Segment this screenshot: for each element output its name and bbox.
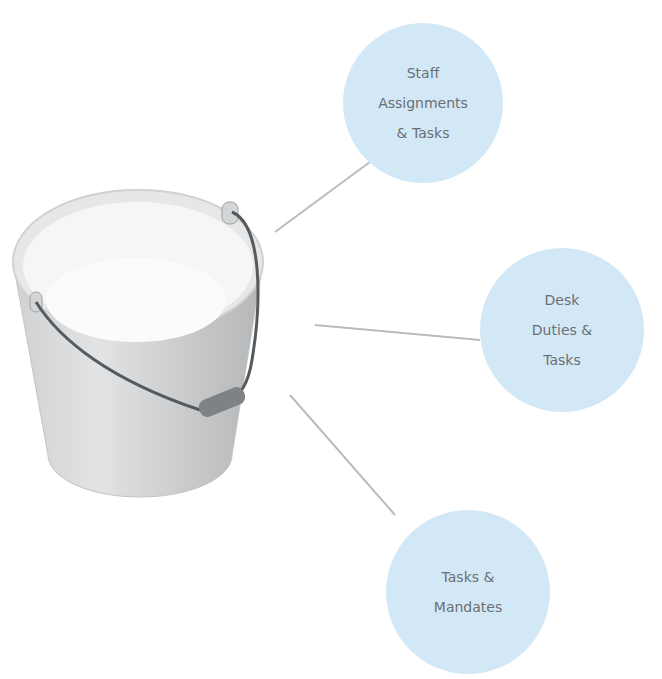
leader-lines xyxy=(275,156,480,515)
circle-fill xyxy=(480,248,644,412)
handle-grip xyxy=(196,385,247,420)
topic-label: Desk Duties & Tasks xyxy=(527,285,597,375)
topic-circle: Desk Duties & Tasks xyxy=(480,248,644,412)
topic-circle: Staff Assignments & Tasks xyxy=(343,23,503,183)
circle-fill xyxy=(386,510,550,674)
topic-label: Tasks & Mandates xyxy=(431,562,506,622)
circle-fill xyxy=(343,23,503,183)
bucket xyxy=(13,190,263,497)
topic-label: Staff Assignments & Tasks xyxy=(376,58,471,148)
bucket-handle xyxy=(36,302,200,410)
leader-line xyxy=(275,156,378,232)
leader-line xyxy=(290,395,395,515)
bucket-water xyxy=(46,258,226,342)
topic-circle: Tasks & Mandates xyxy=(386,510,550,674)
circle-shape xyxy=(386,510,550,674)
leader-line xyxy=(315,325,480,340)
bucket-handle xyxy=(230,212,258,400)
